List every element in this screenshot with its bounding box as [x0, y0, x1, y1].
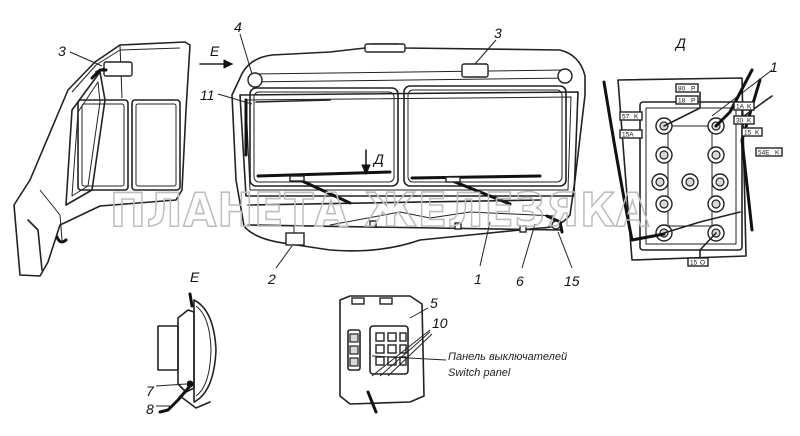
connector-tag-15a: 15A: [619, 129, 643, 139]
watermark: ПЛАНЕТА ЖЕЛЕЗЯКА: [110, 183, 650, 237]
svg-text:18: 18: [678, 98, 686, 105]
svg-text:P: P: [691, 86, 695, 93]
connector-tag-15k: 15 K: [741, 127, 763, 137]
svg-text:P: P: [691, 98, 695, 105]
svg-text:K: K: [634, 114, 639, 121]
svg-text:15: 15: [690, 260, 698, 267]
callout-11: 11: [200, 87, 215, 103]
connector-tag-18p: 18 P: [675, 95, 699, 105]
view-d-title: Д: [674, 35, 686, 51]
svg-text:K: K: [747, 104, 752, 111]
svg-text:30: 30: [736, 118, 744, 125]
relay-panel-view-d: 80 P 18 P 57 K 1A K 15A 30 K 15: [602, 68, 783, 267]
svg-text:57: 57: [622, 114, 630, 121]
connector-tag-1ak: 1A K: [733, 101, 755, 111]
svg-text:K: K: [755, 130, 760, 137]
svg-text:80: 80: [678, 86, 686, 93]
svg-text:O: O: [700, 260, 705, 267]
callout-15: 15: [564, 273, 580, 289]
switch-panel-caption-en: Switch panel: [448, 367, 511, 379]
switch-panel: [339, 295, 447, 414]
connector-tag-15o: 15 O: [687, 257, 709, 267]
callout-3-top: 3: [494, 25, 502, 41]
svg-text:K: K: [775, 150, 780, 157]
callout-7: 7: [146, 383, 155, 399]
callout-5: 5: [430, 295, 438, 311]
switch-panel-caption-ru: Панель выключателей: [448, 351, 567, 363]
callouts: 3 4 3 11 2 1 6 15 1 7 8 5 10: [58, 19, 778, 417]
callout-3-cab: 3: [58, 43, 66, 59]
view-e-arrow: [199, 59, 234, 69]
svg-text:54E: 54E: [758, 150, 770, 157]
view-d-arrow: [361, 149, 371, 176]
svg-text:1A: 1A: [736, 104, 745, 111]
callout-2: 2: [267, 271, 276, 287]
callout-6: 6: [516, 273, 524, 289]
view-e-title: E: [190, 269, 200, 285]
svg-text:15: 15: [744, 130, 752, 137]
svg-text:15A: 15A: [622, 132, 634, 139]
view-d-arrow-label: Д: [372, 151, 384, 167]
connector-tag-80p: 80 P: [675, 83, 699, 93]
cab-side-view: [13, 41, 191, 277]
cab-front-view: [231, 43, 586, 252]
callout-4: 4: [234, 19, 242, 35]
relay-sockets: [651, 117, 729, 242]
callout-10: 10: [432, 315, 448, 331]
callout-1-panel: 1: [770, 59, 778, 75]
view-e-arrow-label: E: [210, 43, 220, 59]
connector-tag-54ek: 54E K: [755, 147, 783, 157]
callout-8: 8: [146, 401, 154, 417]
svg-text:K: K: [747, 118, 752, 125]
callout-1-bottom: 1: [474, 271, 482, 287]
connector-tag-30k: 30 K: [733, 115, 755, 125]
lamp-view-e: [155, 292, 217, 414]
switch-grid: [375, 332, 407, 366]
connector-tag-57k: 57 K: [619, 111, 643, 121]
